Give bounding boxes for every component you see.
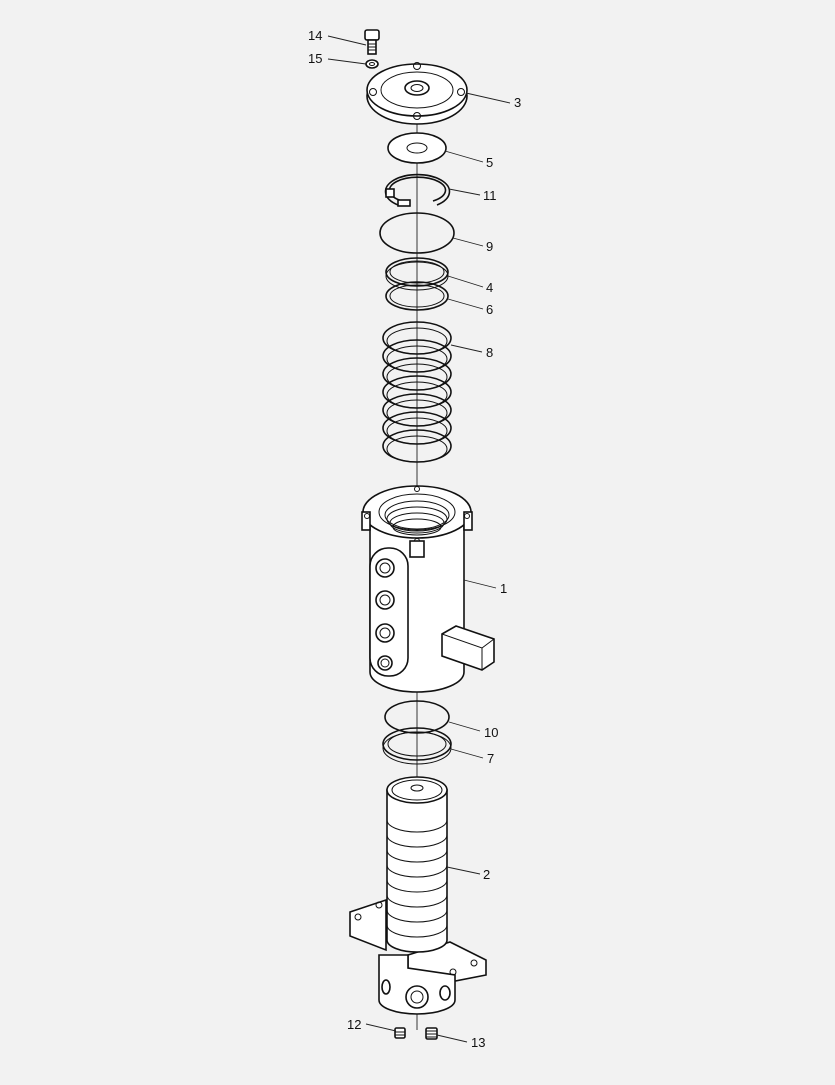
callout-11: 11 xyxy=(483,188,497,203)
callout-5: 5 xyxy=(486,155,494,170)
part-12-plug-icon xyxy=(394,1027,406,1039)
leader-lines xyxy=(327,35,511,1043)
part-6-backup-ring-icon xyxy=(385,281,449,311)
part-9-o-ring-icon xyxy=(379,212,455,254)
part-11-snap-ring-icon xyxy=(384,173,451,207)
callout-6: 6 xyxy=(486,302,494,317)
part-1-body-icon xyxy=(361,485,495,693)
part-14-bolt-icon xyxy=(364,29,380,55)
part-5-thrust-plate-icon xyxy=(387,132,447,164)
callout-1: 1 xyxy=(500,581,508,596)
callout-4: 4 xyxy=(486,280,494,295)
part-10-o-ring-icon xyxy=(384,700,450,734)
callout-7: 7 xyxy=(487,751,495,766)
part-13-plug-icon xyxy=(425,1027,438,1040)
callout-13: 13 xyxy=(471,1035,486,1050)
part-7-seal-ring-icon xyxy=(382,727,452,765)
part-15-washer-icon xyxy=(365,59,379,69)
callout-9: 9 xyxy=(486,239,494,254)
callout-14: 14 xyxy=(308,28,323,43)
callout-15: 15 xyxy=(308,51,323,66)
callout-2: 2 xyxy=(483,867,491,882)
part-3-cover-icon xyxy=(366,62,468,125)
callout-10: 10 xyxy=(484,725,499,740)
callout-12: 12 xyxy=(347,1017,362,1032)
part-8-seal-stack-icon xyxy=(382,321,452,463)
callout-3: 3 xyxy=(514,95,522,110)
part-2-rotor-shaft-icon xyxy=(349,776,487,1015)
callout-8: 8 xyxy=(486,345,494,360)
